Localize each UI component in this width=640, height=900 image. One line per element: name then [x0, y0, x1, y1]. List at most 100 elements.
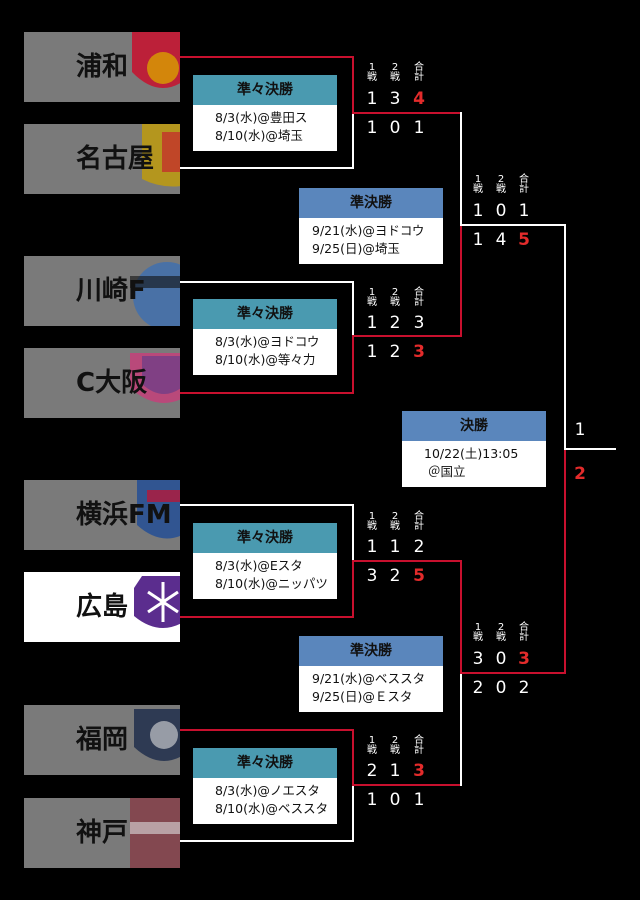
- match-date-2: 9/25(日)@埼玉: [312, 241, 400, 256]
- score-leg1-bottom: 1: [472, 230, 484, 250]
- aggregate-label: 合計: [414, 62, 424, 83]
- score-leg2-top: 1: [389, 761, 401, 781]
- match-date-1: 8/3(水)@Eスタ: [215, 558, 303, 573]
- bracket-line: [460, 112, 462, 225]
- team-yokohama[interactable]: 横浜FM: [24, 480, 180, 550]
- score-leg1-bottom: 1: [366, 118, 378, 138]
- team-name: 横浜FM: [76, 500, 172, 530]
- team-name: 名古屋: [76, 144, 155, 174]
- score-agg-top: 3: [413, 761, 425, 781]
- match-date-1: 8/3(水)@豊田ス: [215, 110, 308, 125]
- match-date-2: 8/10(水)@ベススタ: [215, 801, 329, 816]
- match-date-1: 9/21(水)@ヨドコウ: [312, 223, 425, 238]
- card-title: 準決勝: [299, 636, 443, 666]
- score-agg-bottom: 5: [518, 230, 530, 250]
- bracket-line: [352, 337, 354, 394]
- aggregate-label: 合計: [519, 622, 529, 643]
- team-urawa[interactable]: 浦和: [24, 32, 180, 102]
- aggregate-label: 合計: [519, 174, 529, 195]
- team-cerezo[interactable]: C大阪: [24, 348, 180, 418]
- kawasaki-emblem-icon: [130, 262, 180, 326]
- score-leg1-top: 3: [472, 649, 484, 669]
- bracket-line: [352, 335, 462, 337]
- score-agg-top: 2: [413, 537, 425, 557]
- match-date-2: ＠国立: [428, 464, 466, 479]
- quarterfinal-card-2[interactable]: 準々決勝 8/3(水)@ヨドコウ 8/10(水)@等々力: [193, 299, 337, 375]
- score-agg-bottom: 3: [413, 342, 425, 362]
- bracket-line: [352, 560, 462, 562]
- card-title: 準々決勝: [193, 523, 337, 553]
- team-name: 神戸: [76, 818, 129, 848]
- team-nagoya[interactable]: 名古屋: [24, 124, 180, 194]
- team-hiroshima[interactable]: 広島: [24, 572, 180, 642]
- bracket-line: [352, 562, 354, 618]
- score-leg2-bottom: 4: [495, 230, 507, 250]
- card-title: 準決勝: [299, 188, 443, 218]
- bracket-line: [180, 392, 354, 394]
- match-date-2: 8/10(水)@等々力: [215, 352, 316, 367]
- final-card[interactable]: 決勝 10/22(土)13:05 ＠国立: [402, 411, 546, 487]
- score-leg2-top: 1: [389, 537, 401, 557]
- aggregate-label: 合計: [414, 511, 424, 532]
- score-leg2-top: 0: [495, 201, 507, 221]
- score-leg1-top: 1: [366, 89, 378, 109]
- bracket-line: [180, 167, 354, 169]
- match-date-1: 9/21(水)@ベススタ: [312, 671, 426, 686]
- card-title: 決勝: [402, 411, 546, 441]
- semifinal-card-2[interactable]: 準決勝 9/21(水)@ベススタ 9/25(日)@Ｅスタ: [299, 636, 443, 712]
- bracket-line: [460, 225, 462, 337]
- match-date-2: 8/10(水)@ニッパツ: [215, 576, 328, 591]
- score-agg-top: 3: [518, 649, 530, 669]
- team-kobe[interactable]: 神戸: [24, 798, 180, 868]
- bracket-line: [564, 449, 566, 674]
- score-agg-top: 1: [518, 201, 530, 221]
- score-leg1-bottom: 1: [366, 342, 378, 362]
- quarterfinal-card-4[interactable]: 準々決勝 8/3(水)@ノエスタ 8/10(水)@ベススタ: [193, 748, 337, 824]
- bracket-line: [180, 840, 354, 842]
- bracket-line: [352, 504, 354, 561]
- score-agg-bottom: 1: [413, 790, 425, 810]
- bracket-line: [460, 674, 462, 786]
- bracket-line: [564, 448, 616, 450]
- yokohama-emblem-icon: [137, 480, 180, 539]
- aggregate-label: 合計: [414, 287, 424, 308]
- score-leg2-bottom: 0: [495, 678, 507, 698]
- bracket-line: [352, 56, 354, 114]
- fukuoka-emblem-icon: [134, 709, 180, 761]
- quarterfinal-card-3[interactable]: 準々決勝 8/3(水)@Eスタ 8/10(水)@ニッパツ: [193, 523, 337, 599]
- score-leg1-top: 2: [366, 761, 378, 781]
- quarterfinal-card-1[interactable]: 準々決勝 8/3(水)@豊田ス 8/10(水)@埼玉: [193, 75, 337, 151]
- score-agg-bottom: 2: [518, 678, 530, 698]
- cerezo-emblem-icon: [130, 353, 180, 403]
- bracket-line: [180, 281, 354, 283]
- bracket-line: [352, 112, 462, 114]
- final-score-top: 1: [574, 420, 586, 440]
- bracket-line: [564, 224, 566, 449]
- semifinal-card-1[interactable]: 準決勝 9/21(水)@ヨドコウ 9/25(日)@埼玉: [299, 188, 443, 264]
- score-leg2-bottom: 0: [389, 118, 401, 138]
- kobe-emblem-icon: [130, 798, 180, 868]
- score-agg-top: 3: [413, 313, 425, 333]
- team-kawasaki[interactable]: 川崎F: [24, 256, 180, 326]
- score-leg1-top: 1: [366, 537, 378, 557]
- bracket-line: [352, 114, 354, 169]
- team-name: 広島: [76, 592, 129, 622]
- score-leg1-bottom: 1: [366, 790, 378, 810]
- team-fukuoka[interactable]: 福岡: [24, 705, 180, 775]
- bracket-line: [460, 224, 566, 226]
- final-score-bottom: 2: [574, 464, 586, 484]
- team-name: 川崎F: [76, 276, 146, 306]
- bracket-line: [352, 729, 354, 785]
- score-leg2-bottom: 2: [389, 566, 401, 586]
- bracket-line: [460, 560, 462, 674]
- bracket-line: [180, 729, 354, 731]
